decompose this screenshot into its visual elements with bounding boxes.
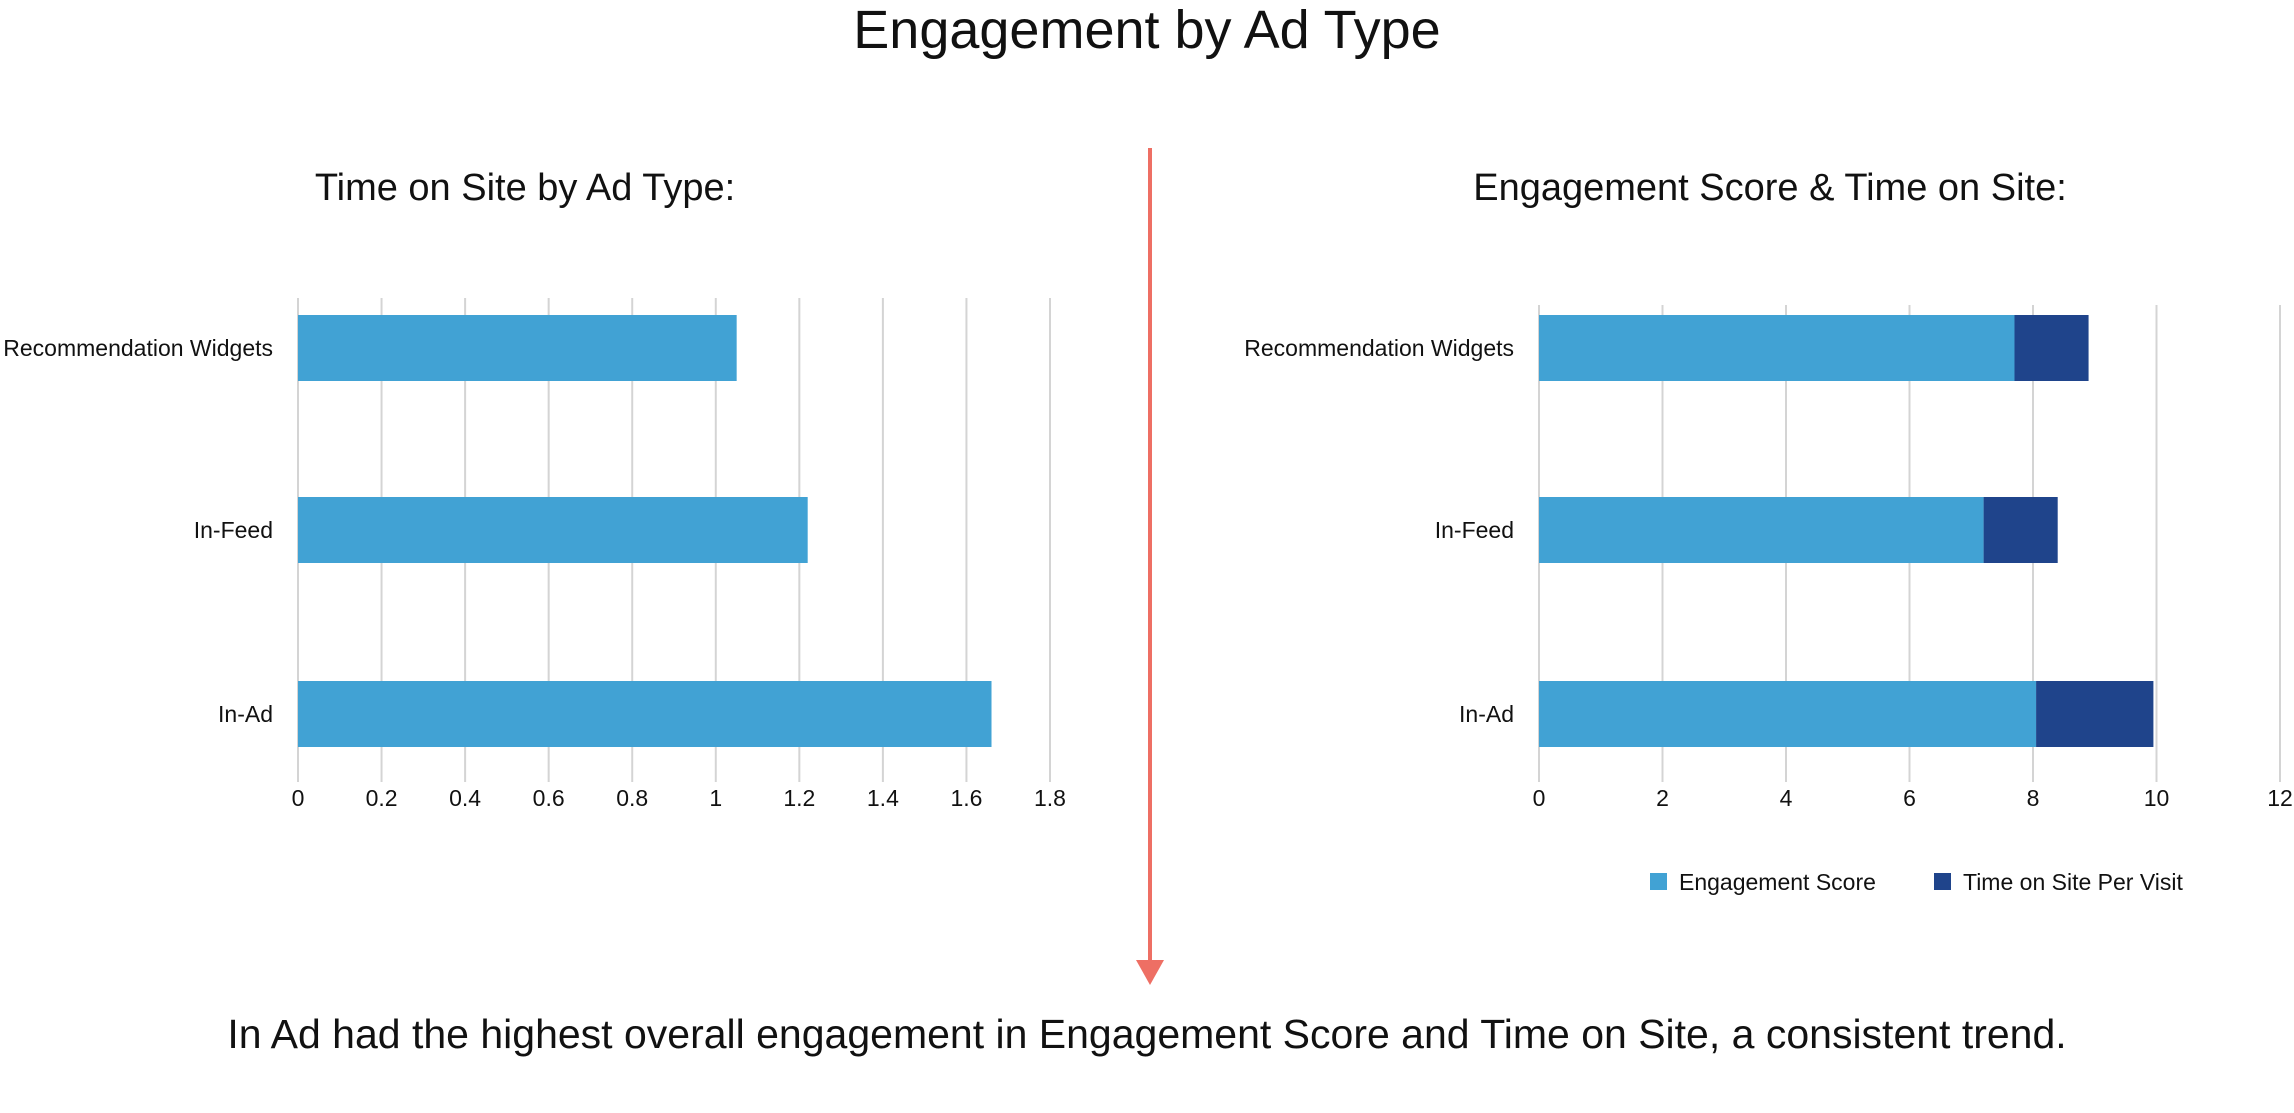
bar bbox=[298, 681, 992, 747]
category-label: In-Feed bbox=[194, 517, 273, 543]
x-tick-label: 1.2 bbox=[783, 785, 815, 811]
x-tick-label: 10 bbox=[2144, 785, 2170, 811]
legend: Engagement Score Time on Site Per Visit bbox=[1650, 869, 2183, 895]
x-tick-label: 0.8 bbox=[616, 785, 648, 811]
right-chart-title: Engagement Score & Time on Site: bbox=[1473, 167, 2067, 209]
bar bbox=[298, 497, 808, 563]
right-chart: 0 2 4 6 8 10 12 Recommendation WidgetsIn-FeedIn… bbox=[1244, 305, 2293, 811]
bar bbox=[1539, 315, 2015, 381]
legend-label: Time on Site Per Visit bbox=[1963, 869, 2183, 895]
x-tick-label: 1.6 bbox=[950, 785, 982, 811]
bar bbox=[1539, 681, 2037, 747]
left-chart-title: Time on Site by Ad Type: bbox=[314, 167, 736, 209]
bar bbox=[2014, 315, 2089, 381]
x-tick-label: 2 bbox=[1656, 785, 1669, 811]
x-tick-label: 0 bbox=[292, 785, 305, 811]
x-tick-label: 4 bbox=[1780, 785, 1793, 811]
x-tick-label: 1.8 bbox=[1034, 785, 1066, 811]
x-tick-label: 1.4 bbox=[867, 785, 899, 811]
x-tick-label: 0.2 bbox=[366, 785, 398, 811]
arrow-head bbox=[1136, 960, 1164, 985]
x-tick-label: 0.4 bbox=[449, 785, 481, 811]
bar bbox=[1983, 497, 2058, 563]
divider-arrow bbox=[1136, 148, 1164, 985]
legend-swatch bbox=[1934, 873, 1951, 890]
x-tick-label: 8 bbox=[2027, 785, 2040, 811]
bar bbox=[2036, 681, 2154, 747]
bar bbox=[298, 315, 737, 381]
x-tick-label: 0.6 bbox=[533, 785, 565, 811]
category-label: In-Feed bbox=[1435, 517, 1514, 543]
category-label: Recommendation Widgets bbox=[3, 335, 273, 361]
category-label: In-Ad bbox=[1459, 701, 1514, 727]
left-chart: 0 0.2 0.4 0.6 0.8 1 1.2 1.4 1.6 1.8 Recommendation… bbox=[3, 298, 1066, 811]
caption: In Ad had the highest overall engagement… bbox=[227, 1011, 2067, 1057]
legend-swatch bbox=[1650, 873, 1667, 890]
legend-label: Engagement Score bbox=[1679, 869, 1876, 895]
category-label: Recommendation Widgets bbox=[1244, 335, 1514, 361]
x-tick-label: 0 bbox=[1533, 785, 1546, 811]
x-tick-label: 12 bbox=[2267, 785, 2293, 811]
category-label: In-Ad bbox=[218, 701, 273, 727]
x-tick-label: 6 bbox=[1903, 785, 1916, 811]
bar bbox=[1539, 497, 1984, 563]
x-tick-label: 1 bbox=[709, 785, 722, 811]
main-title: Engagement by Ad Type bbox=[853, 0, 1441, 60]
